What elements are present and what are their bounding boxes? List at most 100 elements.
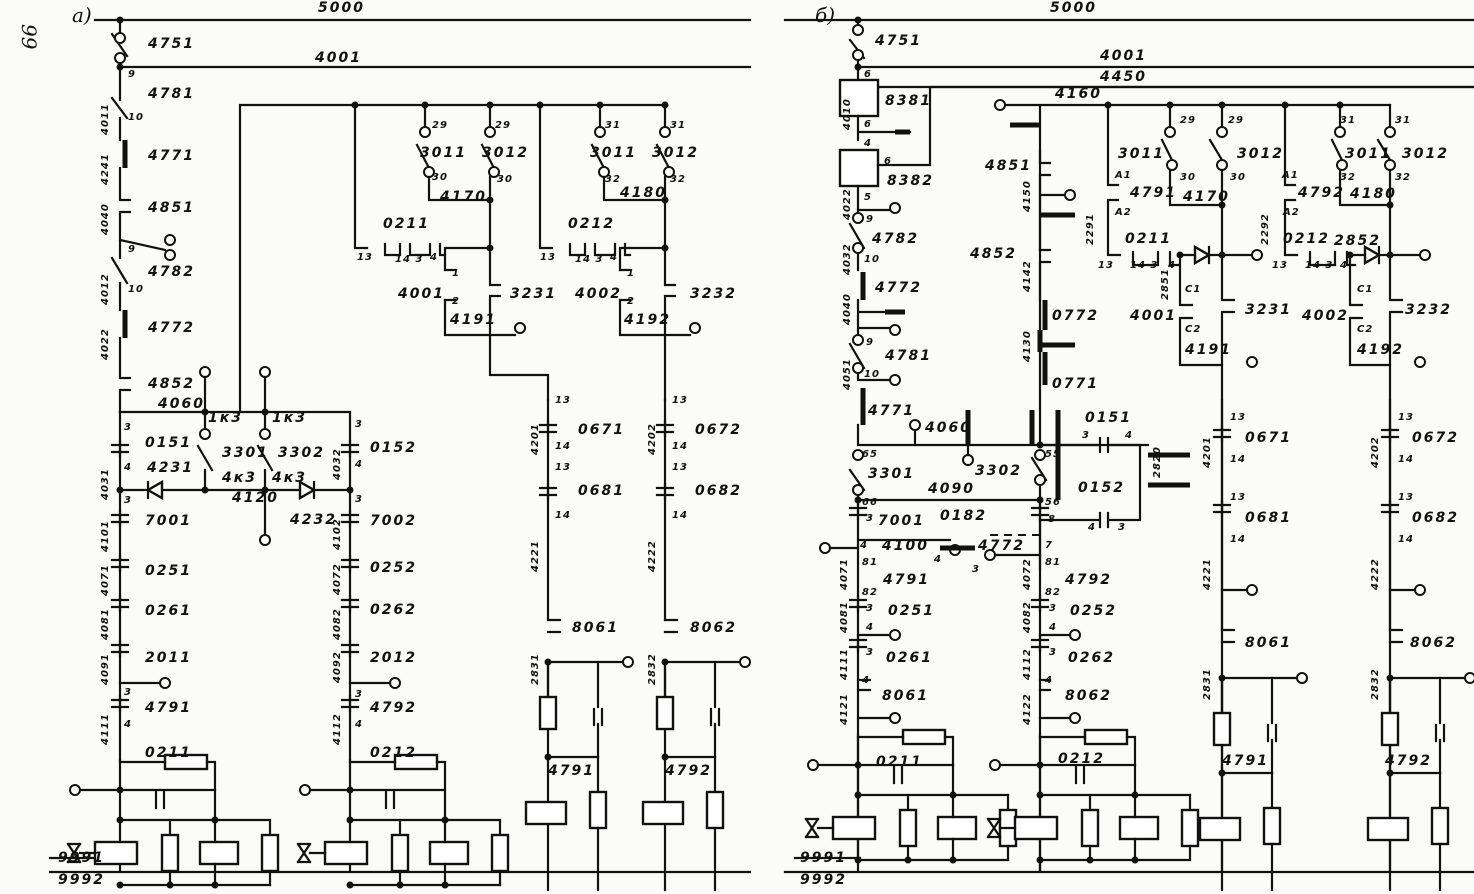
component-label: 4792	[1297, 185, 1345, 201]
component-label: 13	[1398, 412, 1414, 423]
component-label: 0672	[1412, 430, 1459, 446]
resistor	[1430, 806, 1450, 846]
component-label: C2	[1357, 324, 1373, 335]
wire	[1030, 634, 1050, 653]
component-label: 8	[1048, 514, 1056, 525]
component-label: 4	[1048, 622, 1057, 633]
component-label: 9991	[58, 850, 105, 866]
component-label: 4222	[1370, 558, 1381, 591]
component-label: 0672	[695, 422, 742, 438]
component-label: 4001	[1129, 308, 1177, 324]
resistor	[1180, 808, 1200, 848]
wire	[1330, 138, 1344, 162]
wire	[998, 103, 1392, 447]
component-label: 2011	[145, 650, 192, 666]
wiring	[48, 16, 1474, 892]
component-label: 4791	[547, 763, 595, 779]
wire	[154, 790, 166, 810]
component-label: 4781	[147, 86, 195, 102]
wire	[340, 594, 360, 613]
wire	[618, 246, 692, 337]
junction-dot	[1036, 791, 1044, 799]
diode	[145, 479, 164, 501]
junction-dot	[201, 486, 209, 494]
component-label: 4772	[977, 538, 1025, 554]
relay-coil	[831, 815, 877, 841]
component-label: 32	[670, 174, 686, 185]
component-label: 29	[432, 120, 448, 131]
component-label: 31	[670, 120, 686, 131]
component-label: 14	[555, 510, 571, 521]
component-label: 4782	[871, 231, 919, 247]
component-label: 5000	[318, 0, 365, 16]
wire	[488, 175, 550, 402]
junction-dot	[854, 496, 862, 504]
component-label: 3	[124, 687, 132, 698]
component-label: 5000	[1050, 0, 1097, 16]
component-label: 6	[884, 156, 892, 167]
resistor	[1380, 711, 1400, 747]
terminal-ring	[689, 322, 701, 334]
component-label: 10	[128, 284, 144, 295]
resistor	[390, 833, 410, 873]
wire	[110, 509, 130, 528]
component-label: 3	[866, 603, 874, 614]
terminal-ring	[889, 324, 901, 336]
wire	[1030, 594, 1050, 613]
terminal-ring	[299, 784, 311, 796]
component-label: 4090	[927, 481, 975, 497]
wire	[1131, 250, 1180, 267]
diode	[1363, 244, 1382, 266]
junction-dot	[1281, 101, 1289, 109]
wire	[415, 143, 431, 170]
component-label: 0182	[940, 508, 987, 524]
wire	[602, 175, 667, 202]
component-label: 0671	[1245, 430, 1292, 446]
junction-dot	[1166, 101, 1174, 109]
wire	[1212, 499, 1232, 518]
terminal-ring	[1336, 159, 1348, 171]
component-label: 1	[452, 268, 460, 279]
resistor	[705, 790, 725, 830]
wire	[1212, 424, 1232, 443]
component-label: 4к3	[271, 470, 307, 486]
terminal-ring	[852, 49, 864, 61]
component-label: 3231	[1245, 302, 1292, 318]
component-label: 4100	[881, 538, 929, 554]
component-label: 13	[1398, 492, 1414, 503]
component-label: 9	[866, 214, 874, 225]
component-label: 4782	[147, 264, 195, 280]
terminal-ring	[484, 126, 496, 138]
component-label: 14	[1398, 534, 1414, 545]
component-label: 1к3	[208, 410, 243, 426]
indicator-lamp-icon	[986, 817, 1002, 839]
component-label: 4170	[1182, 189, 1230, 205]
wire	[480, 143, 496, 170]
wire	[383, 242, 447, 257]
component-label: 2291	[1085, 213, 1096, 245]
component-label: 4002	[1301, 308, 1349, 324]
component-label: 32	[605, 174, 621, 185]
junction-dot	[1386, 769, 1394, 777]
junction-dot	[166, 881, 174, 889]
wire	[1038, 735, 1137, 797]
wire	[443, 246, 517, 337]
terminal-ring	[663, 166, 675, 178]
terminal-ring	[989, 759, 1001, 771]
terminal-ring	[994, 99, 1006, 111]
component-label: 3302	[278, 445, 325, 461]
resistor	[260, 833, 280, 873]
component-label: 4081	[100, 608, 111, 641]
wire	[538, 103, 554, 250]
component-label: 6	[864, 119, 872, 130]
component-label: 14	[555, 441, 571, 452]
component-label: 2831	[530, 653, 541, 685]
wire	[1348, 253, 1392, 367]
component-label: 14	[1398, 454, 1414, 465]
wire	[1074, 765, 1086, 785]
component-label: 3231	[510, 286, 557, 302]
terminal-ring	[739, 656, 751, 668]
component-label: 4001	[1099, 48, 1147, 64]
component-label: A1	[1114, 170, 1132, 181]
wire	[1038, 248, 1052, 302]
